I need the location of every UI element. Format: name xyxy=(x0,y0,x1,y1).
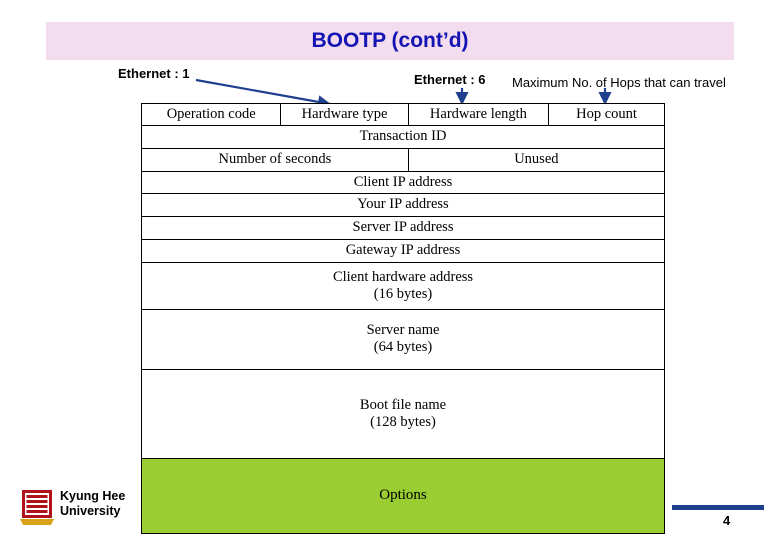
table-row: Your IP address xyxy=(142,194,664,217)
table-row: Number of seconds Unused xyxy=(142,149,664,172)
title-banner: BOOTP (cont’d) xyxy=(46,22,734,60)
table-row: Gateway IP address xyxy=(142,240,664,263)
field-hardware-length: Hardware length xyxy=(409,104,550,125)
field-operation-code: Operation code xyxy=(142,104,282,125)
field-unused: Unused xyxy=(514,151,559,167)
university-logo: Kyung Hee University xyxy=(18,484,138,530)
table-row: Operation code Hardware type Hardware le… xyxy=(142,104,664,126)
table-row: Server IP address xyxy=(142,217,664,240)
table-row: Boot file name (128 bytes) xyxy=(142,370,664,459)
page-title: BOOTP (cont’d) xyxy=(311,29,469,52)
field-boot-file-name-size: (128 bytes) xyxy=(370,413,436,430)
table-row: Transaction ID xyxy=(142,126,664,149)
annotation-ethernet-6: Ethernet : 6 xyxy=(414,72,486,87)
crest-icon xyxy=(20,490,54,525)
field-number-of-seconds: Number of seconds xyxy=(142,149,409,171)
table-row: Client hardware address (16 bytes) xyxy=(142,263,664,310)
field-server-name: Server name (64 bytes) xyxy=(366,322,440,355)
table-row: Options xyxy=(142,459,664,534)
footer-rule xyxy=(672,505,764,510)
arrow-ethernet-1 xyxy=(195,78,332,109)
field-hop-count: Hop count xyxy=(576,105,637,122)
university-name: Kyung Hee University xyxy=(60,489,125,519)
field-client-hardware-address: Client hardware address (16 bytes) xyxy=(332,268,474,302)
bootp-packet-diagram: Operation code Hardware type Hardware le… xyxy=(141,103,665,534)
annotation-hop-count: Maximum No. of Hops that can travel xyxy=(512,75,726,90)
table-row: Client IP address xyxy=(142,172,664,194)
field-boot-file-name: Boot file name (128 bytes) xyxy=(359,396,447,430)
field-options: Options xyxy=(142,459,664,533)
field-client-hardware-address-size: (16 bytes) xyxy=(373,285,433,302)
field-hardware-type: Hardware type xyxy=(281,104,409,125)
page-number: 4 xyxy=(723,513,731,528)
field-server-ip-address: Server IP address xyxy=(352,219,454,235)
university-name-line1: Kyung Hee xyxy=(60,489,126,503)
field-gateway-ip-address: Gateway IP address xyxy=(345,242,461,258)
field-server-name-size: (64 bytes) xyxy=(373,339,433,355)
field-your-ip-address: Your IP address xyxy=(357,196,449,212)
field-transaction-id: Transaction ID xyxy=(359,128,447,144)
annotation-ethernet-1: Ethernet : 1 xyxy=(118,66,190,81)
field-client-ip-address: Client IP address xyxy=(353,173,453,190)
university-name-line2: University xyxy=(60,504,121,518)
table-row: Server name (64 bytes) xyxy=(142,310,664,370)
